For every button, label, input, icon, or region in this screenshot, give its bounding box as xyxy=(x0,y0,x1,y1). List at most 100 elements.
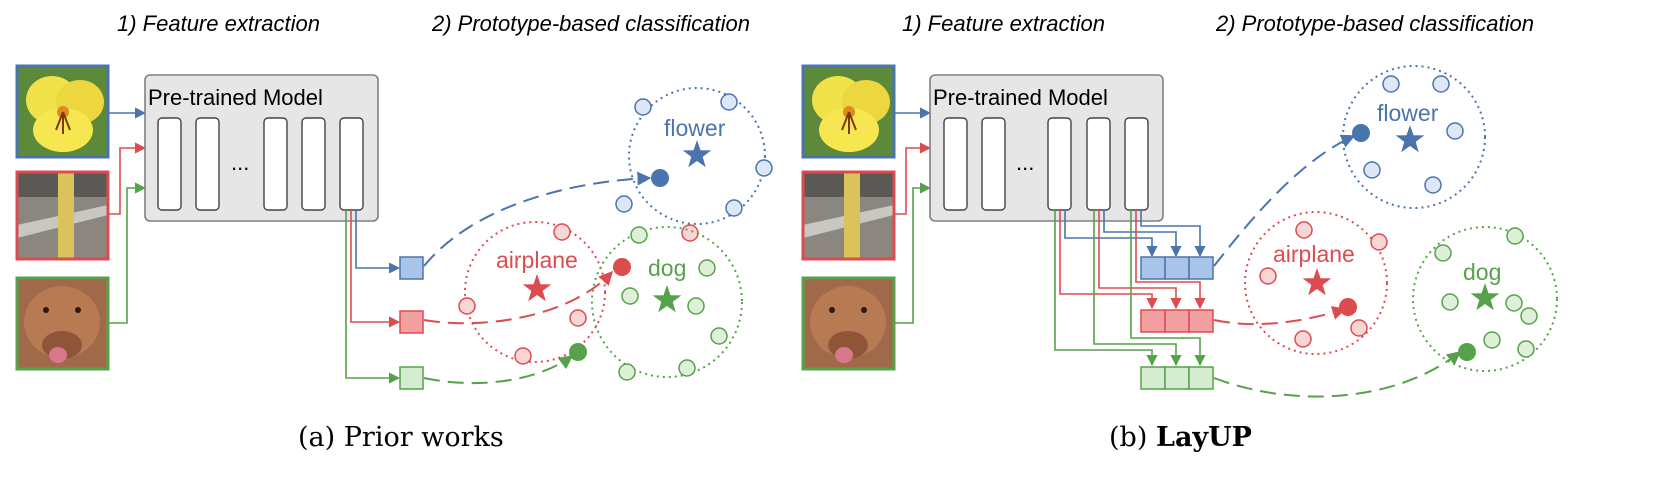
airplane-sample xyxy=(514,347,532,365)
prototype-classification-header: 2) Prototype-based classification xyxy=(431,11,750,36)
flower-sample xyxy=(1424,176,1442,194)
dog-input-arrow xyxy=(108,182,147,324)
dog-mapping-arrow xyxy=(1213,351,1462,398)
flower-image xyxy=(801,64,896,159)
dog-image xyxy=(15,276,110,371)
flower-sample xyxy=(634,98,652,116)
airplane-class-label: airplane xyxy=(1273,241,1355,267)
airplane-sample xyxy=(553,223,571,241)
flower-mapping-arrow xyxy=(1213,134,1356,267)
airplane-sample xyxy=(1350,319,1368,337)
airplane-input-arrow xyxy=(108,142,147,215)
flower-query-point xyxy=(1352,124,1370,142)
caption-b-label: (b) xyxy=(1109,422,1147,453)
dog-prototype-star xyxy=(652,285,682,313)
panel-a: 1) Feature extraction 2) Prototype-based… xyxy=(15,11,773,453)
flower-query-point xyxy=(651,169,669,187)
flower-sample xyxy=(1382,75,1400,93)
airplane-cluster: airplane xyxy=(1244,211,1388,355)
dog-query-point xyxy=(569,343,587,361)
airplane-input-arrow xyxy=(894,142,932,215)
flower-mapping-arrow xyxy=(423,171,652,267)
dog-sample xyxy=(1434,244,1452,262)
flower-sample xyxy=(615,195,633,213)
flower-feature-vector xyxy=(399,256,424,280)
panel-b: 1) Feature extraction 2) Prototype-based… xyxy=(801,11,1558,453)
flower-sample xyxy=(1363,161,1381,179)
pretrained-model-box: Pre-trained Model ... xyxy=(929,74,1164,222)
airplane-image xyxy=(15,170,110,261)
green-feature-arrow xyxy=(345,210,401,384)
flower-prototype-star xyxy=(1395,125,1425,153)
airplane-prototype-star xyxy=(522,274,552,302)
dog-sample xyxy=(710,327,728,345)
airplane-prototype-star xyxy=(1302,268,1332,296)
dog-sample xyxy=(618,363,636,381)
airplane-sample xyxy=(1294,330,1312,348)
flower-class-label: flower xyxy=(664,115,726,141)
airplane-query-point xyxy=(1339,298,1357,316)
dog-class-label: dog xyxy=(648,255,686,281)
airplane-sample xyxy=(1295,221,1313,239)
layer-block xyxy=(1047,117,1072,211)
dog-prototype-star xyxy=(1470,283,1500,311)
feature-extraction-header: 1) Feature extraction xyxy=(902,11,1105,36)
layer-block xyxy=(263,117,288,211)
flower-sample xyxy=(755,159,773,177)
flower-concat-vector xyxy=(1140,256,1214,280)
flower-sample xyxy=(720,93,738,111)
caption-a-text: Prior works xyxy=(344,422,504,453)
layer-block xyxy=(195,117,220,211)
airplane-mapping-arrow xyxy=(1213,306,1347,326)
layer-block xyxy=(301,117,326,211)
flower-cluster: flower xyxy=(1342,65,1486,209)
caption-b-text: LayUP xyxy=(1156,422,1252,453)
dog-feature-vector xyxy=(399,366,424,390)
model-label: Pre-trained Model xyxy=(148,85,323,110)
dog-sample xyxy=(630,226,648,244)
dog-class-label: dog xyxy=(1463,259,1501,285)
airplane-concat-vector xyxy=(1140,309,1214,333)
dog-mapping-arrow xyxy=(423,355,574,385)
green-layer-routing xyxy=(1054,210,1206,367)
red-feature-arrow xyxy=(350,210,401,328)
layers-ellipsis: ... xyxy=(231,150,249,175)
dog-sample xyxy=(698,259,716,277)
red-layer-routing xyxy=(1059,210,1206,310)
layer-block xyxy=(1086,117,1111,211)
layer-block xyxy=(981,117,1006,211)
flower-sample xyxy=(1446,122,1464,140)
blue-feature-arrow xyxy=(355,210,401,274)
airplane-sample xyxy=(458,297,476,315)
prototype-classification-header: 2) Prototype-based classification xyxy=(1215,11,1534,36)
caption-b: (b) LayUP xyxy=(1109,422,1252,453)
dog-sample xyxy=(1520,307,1538,325)
dog-sample xyxy=(687,297,705,315)
flower-prototype-star xyxy=(682,140,712,168)
airplane-sample xyxy=(1259,267,1277,285)
flower-sample xyxy=(1432,75,1450,93)
dog-sample xyxy=(621,287,639,305)
flower-image xyxy=(15,64,110,159)
dog-sample xyxy=(1506,227,1524,245)
dog-sample xyxy=(1505,294,1523,312)
blue-layer-routing xyxy=(1064,210,1206,258)
model-label: Pre-trained Model xyxy=(933,85,1108,110)
flower-sample xyxy=(725,199,743,217)
dog-cluster: dog xyxy=(569,226,743,381)
dog-image xyxy=(801,276,896,371)
flower-class-label: flower xyxy=(1377,100,1439,126)
layer-block xyxy=(157,117,182,211)
dog-sample xyxy=(678,359,696,377)
dog-cluster: dog xyxy=(1412,226,1558,372)
dog-sample xyxy=(1483,331,1501,349)
dog-query-point xyxy=(1458,343,1476,361)
airplane-sample xyxy=(681,224,699,242)
airplane-sample xyxy=(569,309,587,327)
last-layer-block xyxy=(1124,117,1149,211)
caption-a: (a) Prior works xyxy=(298,422,504,453)
caption-a-label: (a) xyxy=(298,422,335,453)
airplane-sample xyxy=(1370,233,1388,251)
airplane-query-point xyxy=(613,258,631,276)
